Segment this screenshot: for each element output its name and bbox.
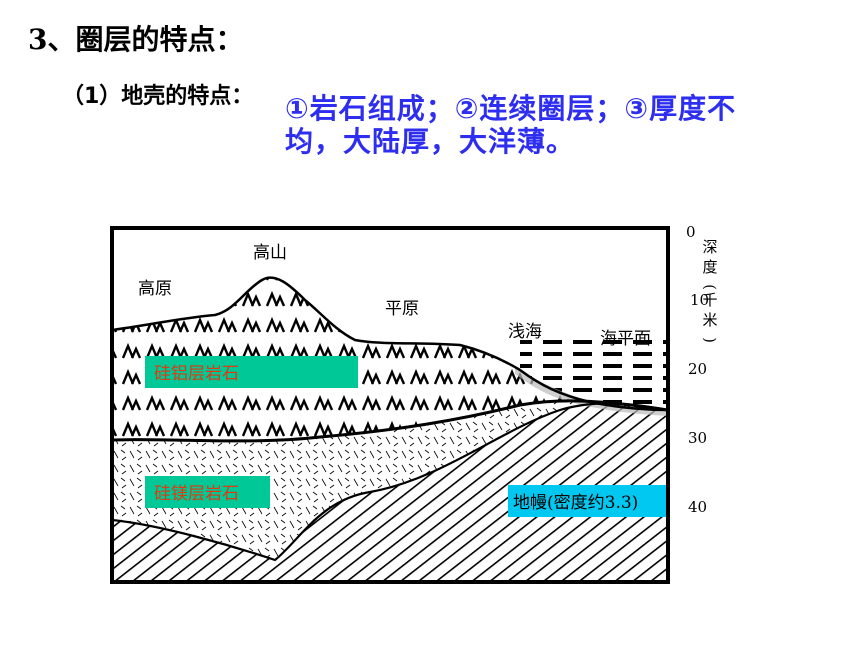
depth-tick-30: 30 — [688, 429, 707, 447]
sial-layer — [112, 277, 668, 441]
label-plain: 平原 — [385, 299, 419, 319]
depth-tick-20: 20 — [688, 360, 707, 378]
diagram-frame — [110, 226, 670, 584]
mantle-region — [112, 403, 668, 582]
label-mountain: 高山 — [253, 243, 287, 263]
label-sea-level: 海平面 — [600, 329, 651, 349]
depth-title-char: ( — [701, 284, 719, 290]
crust-subheading: （1）地壳的特点： — [62, 84, 254, 109]
depth-tick-40: 40 — [688, 498, 707, 516]
characteristics-line-2: 均，大陆厚，大洋薄。 — [285, 125, 576, 158]
sima-layer — [112, 400, 668, 560]
depth-title-char: 深 — [702, 238, 717, 256]
depth-title-char: 千 — [702, 291, 717, 309]
sima-label-box — [145, 476, 270, 508]
crust-characteristics: ①岩石组成；②连续圈层；③厚度不 均，大陆厚，大洋薄。 — [285, 92, 845, 158]
depth-tick-10: 10 — [690, 291, 709, 309]
mantle-label-box — [508, 485, 666, 517]
sial-label: 硅铝层岩石 — [154, 364, 239, 384]
depth-title-char: ) — [701, 337, 719, 343]
sima-label: 硅镁层岩石 — [154, 484, 239, 504]
depth-axis-title: 深度 (千米) — [701, 238, 719, 343]
surface-line — [112, 276, 668, 412]
sial-label-box — [145, 356, 358, 388]
depth-tick-0: 0 — [686, 223, 696, 241]
label-plateau: 高原 — [138, 279, 172, 299]
moho-boundary — [112, 402, 668, 562]
continental-shelf — [515, 368, 668, 416]
label-shallow-sea: 浅海 — [508, 322, 542, 342]
mantle-label: 地幔(密度约3.3) — [513, 493, 638, 513]
sea-water — [520, 340, 668, 410]
characteristics-line-1: ①岩石组成；②连续圈层；③厚度不 — [285, 92, 737, 125]
sial-sima-boundary — [112, 399, 668, 443]
depth-title-char: 度 — [702, 258, 717, 276]
page-heading: 3、圈层的特点： — [28, 23, 244, 56]
depth-title-char: 米 — [702, 311, 717, 329]
